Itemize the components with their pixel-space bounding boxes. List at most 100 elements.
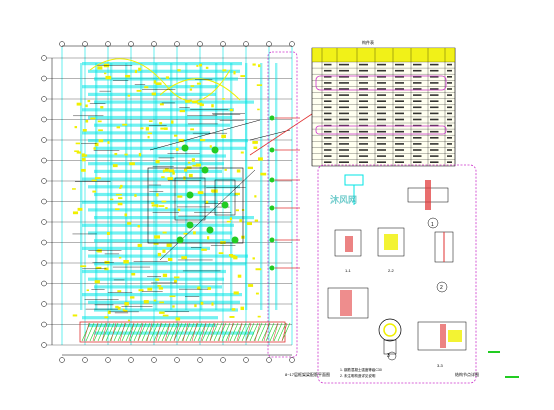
beam-tag (123, 260, 129, 264)
table-cell (447, 137, 452, 139)
table-cell (339, 63, 349, 66)
beam-tag (155, 159, 160, 164)
beam-tag (185, 99, 190, 103)
column-node (186, 191, 194, 199)
table-cell (413, 155, 422, 157)
hatch-line (209, 322, 216, 342)
table-cell (395, 155, 404, 157)
beam-tag (124, 302, 129, 306)
beam-tag (207, 287, 211, 290)
circle-axis-icon (105, 357, 111, 363)
table-cell (395, 118, 404, 121)
hatch-line (121, 322, 131, 342)
beam-tag (183, 232, 188, 235)
stair-outline (174, 177, 206, 221)
table-cell (324, 88, 332, 90)
beam-tag (97, 66, 103, 70)
table-cell (395, 112, 404, 115)
table-cell (324, 143, 332, 145)
beam-tag (144, 86, 149, 89)
detail-part (340, 290, 352, 316)
beam-tag (197, 102, 202, 105)
beam-tag (153, 299, 157, 302)
hatch-line (173, 322, 183, 342)
table-cell (324, 118, 332, 121)
beam-tag (156, 204, 159, 208)
beam-tag (76, 102, 82, 106)
circle-axis-icon (197, 357, 203, 363)
beam-tag (218, 252, 224, 255)
beam-tag (173, 279, 177, 283)
slab-strip-vertical (140, 63, 143, 310)
beam-tag (230, 255, 236, 258)
circle-axis-icon (59, 41, 65, 47)
beam-tag (239, 219, 242, 223)
circle-axis-icon (59, 357, 65, 363)
section-marker-icon (427, 217, 439, 229)
table-cell (339, 69, 349, 72)
beam-tag (199, 63, 202, 67)
hatch-line (261, 322, 271, 342)
detail-label-3: 3 (387, 353, 390, 359)
beam-tag (147, 132, 152, 135)
table-cell (430, 63, 439, 66)
circle-axis-icon (41, 219, 47, 225)
hatch-line (201, 322, 211, 342)
table-cell (377, 149, 386, 151)
beam-tag (123, 309, 128, 312)
beam-tag (76, 151, 82, 154)
table-cell (413, 106, 422, 109)
hatch-line (101, 322, 111, 342)
hatch-line (197, 322, 207, 342)
beam-tag (162, 273, 168, 278)
beam-tag (256, 84, 263, 86)
hatch-line (101, 322, 108, 342)
beam-tag (74, 126, 78, 129)
beam-tag (159, 301, 164, 304)
beam-tag (137, 243, 142, 247)
beam-tag (115, 208, 120, 211)
beam-tag (173, 134, 178, 137)
slab-strip (94, 262, 246, 266)
circle-axis-icon (289, 357, 295, 363)
beam-tag (158, 205, 165, 207)
hatch-line (227, 322, 234, 342)
beam-tag (143, 300, 149, 304)
beam-tag (104, 316, 109, 319)
beam-tag (229, 108, 234, 112)
section-marker-icon (387, 351, 397, 361)
hatch-line (149, 322, 159, 342)
hatch-line (93, 322, 103, 342)
table-cell (413, 143, 422, 145)
circle-axis-icon (41, 75, 47, 82)
circle-axis-icon (266, 41, 272, 47)
table-cell (377, 94, 386, 96)
beam-tag (201, 248, 207, 251)
beam-tag (81, 168, 86, 172)
table-cell (447, 88, 452, 90)
beam-tag (93, 147, 96, 150)
table-cell (430, 106, 439, 109)
beam-tag (223, 240, 226, 244)
slab-strip (88, 300, 240, 304)
beam-tag (157, 285, 162, 287)
beam-tag (189, 99, 192, 102)
table-cell (430, 112, 439, 115)
circle-axis-icon (41, 116, 47, 123)
beam-tag (85, 120, 89, 123)
beam-tag (187, 161, 191, 164)
table-cell (413, 149, 422, 151)
beam-tag (190, 85, 195, 87)
slab-strip (82, 177, 242, 181)
hatch-line (245, 322, 252, 342)
beam-tag (107, 141, 110, 144)
beam-tag (229, 316, 235, 318)
table-cell (339, 76, 349, 78)
beam-tag (153, 80, 157, 84)
hatch-line (128, 322, 135, 342)
table-cell (413, 63, 422, 66)
hatch-line (200, 322, 207, 342)
table-cell (324, 137, 332, 139)
slab-strip (94, 100, 254, 104)
beam-tag (175, 317, 181, 321)
